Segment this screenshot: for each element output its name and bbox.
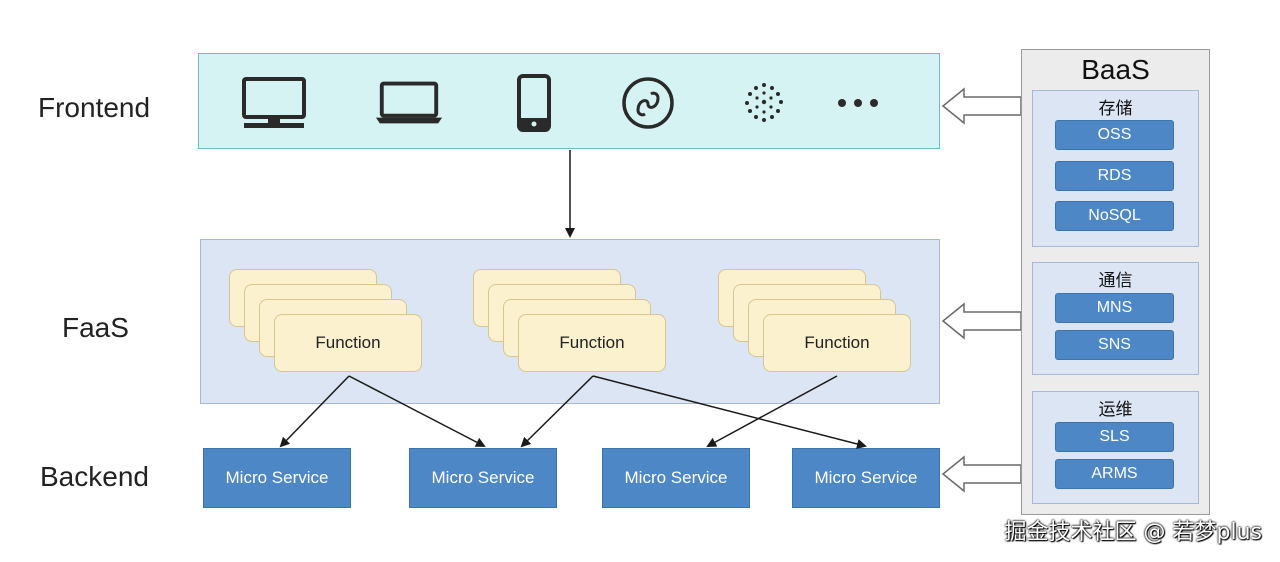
function-to-service-arrow (706, 375, 838, 447)
baas-to-faas-arrow (941, 302, 1022, 340)
function-stack: Function (229, 269, 429, 379)
baas-title: BaaS (1081, 54, 1150, 85)
service-arms: ARMS (1055, 459, 1174, 489)
frontend-label: Frontend (38, 92, 151, 123)
service-mns: MNS (1055, 293, 1174, 323)
baas-to-backend-arrow (941, 455, 1022, 493)
function-to-service-arrow (279, 375, 350, 448)
watermark: 掘金技术社区 @ 若梦plus (1004, 520, 1262, 545)
function-to-service-arrow (348, 375, 486, 447)
function-card: Function (763, 314, 911, 372)
micro-service-box: Micro Service (409, 448, 557, 508)
faas-label: FaaS (62, 312, 129, 343)
smartphone-icon (499, 74, 569, 132)
baas-group-messaging: 通信 MNS SNS (1032, 262, 1199, 375)
baas-panel: BaaS 存储 OSS RDS NoSQL 通信 MNS SNS 运维 SLS … (1021, 49, 1210, 515)
group-title: 存储 (1098, 99, 1133, 119)
baas-to-frontend-arrow (941, 87, 1022, 125)
group-title: 通信 (1098, 271, 1133, 291)
function-card: Function (518, 314, 666, 372)
more-dots-icon (823, 74, 893, 132)
mini-program-icon (613, 74, 683, 132)
micro-service-box: Micro Service (203, 448, 351, 508)
iot-icon (729, 74, 799, 132)
baas-group-ops: 运维 SLS ARMS (1032, 391, 1199, 504)
function-card: Function (274, 314, 422, 372)
baas-group-storage: 存储 OSS RDS NoSQL (1032, 90, 1199, 247)
desktop-monitor-icon (239, 74, 309, 132)
frontend-panel (198, 53, 940, 149)
micro-service-box: Micro Service (792, 448, 940, 508)
backend-label: Backend (40, 461, 149, 492)
function-to-service-arrow (520, 375, 594, 448)
service-sls: SLS (1055, 422, 1174, 452)
service-sns: SNS (1055, 330, 1174, 360)
service-rds: RDS (1055, 161, 1174, 191)
group-title: 运维 (1098, 400, 1133, 420)
laptop-icon (374, 74, 444, 132)
service-oss: OSS (1055, 120, 1174, 150)
function-stack: Function (718, 269, 918, 379)
function-stack: Function (473, 269, 673, 379)
function-to-service-arrow (592, 375, 867, 449)
micro-service-box: Micro Service (602, 448, 750, 508)
service-nosql: NoSQL (1055, 201, 1174, 231)
